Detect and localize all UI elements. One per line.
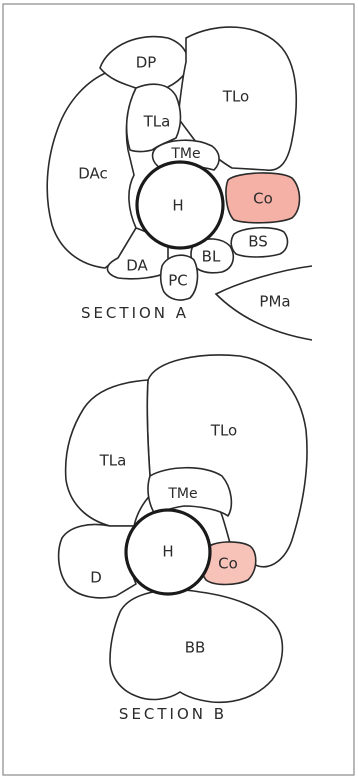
section-b-caption: SECTION B [119, 705, 227, 723]
label-d: D [90, 569, 102, 587]
label-tla: TLa [143, 113, 171, 131]
region-bb [109, 589, 284, 704]
figure-frame [2, 3, 355, 776]
region-dac [46, 71, 137, 269]
region-h [124, 508, 212, 596]
label-dac: DAc [78, 165, 108, 183]
label-bl: BL [202, 248, 221, 266]
section-b: TLo TLa TMe H Co D BB SECTION B [57, 354, 308, 723]
label-tme: TMe [170, 146, 200, 162]
region-tla [64, 379, 165, 527]
label-tlo: TLo [222, 88, 249, 106]
label-dp: DP [136, 54, 157, 72]
label-tlo: TLo [210, 422, 237, 440]
label-bs: BS [248, 233, 268, 251]
label-da: DA [126, 257, 148, 275]
region-co [225, 172, 301, 224]
section-a: DP TLo TLa DAc TMe H Co BS BL DA PC PMa … [46, 26, 313, 341]
label-co: Co [253, 190, 273, 208]
section-a-caption: SECTION A [81, 304, 189, 322]
region-bs [230, 226, 289, 258]
region-pc [159, 254, 199, 301]
label-pma: PMa [259, 293, 290, 311]
label-tla: TLa [99, 452, 127, 470]
region-d [57, 523, 137, 599]
label-tme: TMe [167, 486, 197, 502]
label-bb: BB [185, 639, 206, 657]
label-h: H [162, 543, 173, 561]
label-co: Co [218, 555, 238, 573]
label-h: H [172, 197, 183, 215]
region-pma [214, 265, 313, 341]
region-h [135, 160, 225, 250]
label-pc: PC [168, 272, 188, 290]
